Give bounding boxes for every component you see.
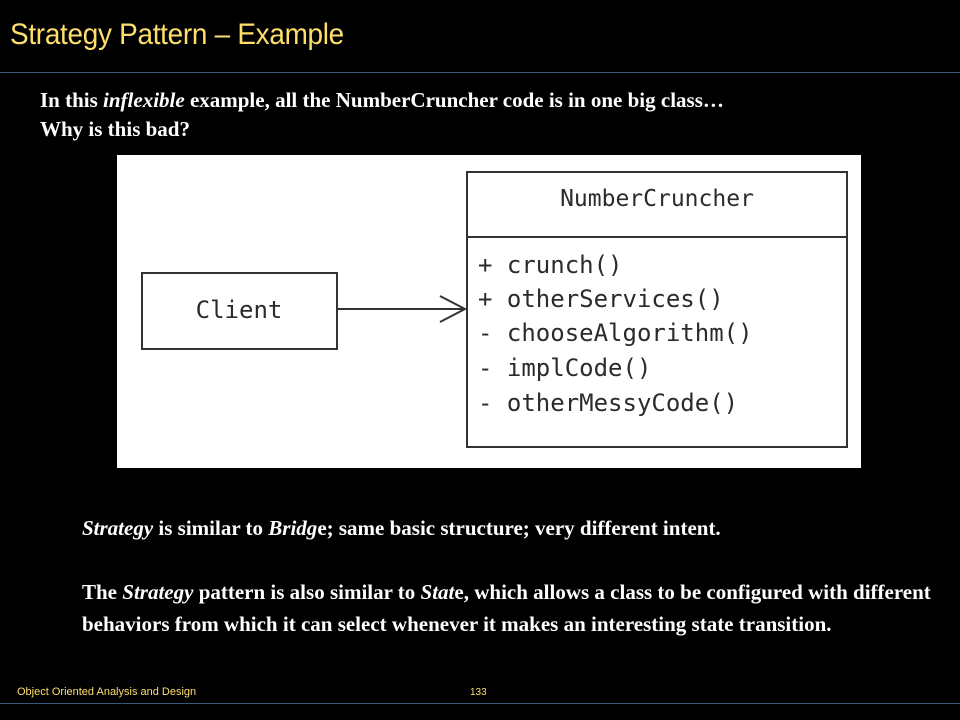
note-bridge: Strategy is similar to Bridge; same basi… [82, 512, 932, 544]
note-bridge-text-a: is similar to [153, 516, 269, 540]
intro-emphasis: inflexible [103, 88, 185, 112]
paragraph-gap [82, 544, 932, 576]
method-choose-algorithm: - chooseAlgorithm() [478, 319, 753, 347]
note-state-text-b: pattern is also similar to [193, 580, 421, 604]
intro-text-1a: In this [40, 88, 104, 112]
note-state-state: Stat [420, 580, 455, 604]
note-state-text-c: e, which allows a class to be configured… [82, 580, 931, 636]
intro-line-1: In this inflexible example, all the Numb… [40, 86, 940, 115]
title-divider [0, 72, 960, 73]
footer-course-title: Object Oriented Analysis and Design [17, 686, 197, 698]
client-box [141, 272, 338, 350]
client-label: Client [196, 296, 283, 324]
note-bridge-bridge: Bridg [268, 516, 318, 540]
association-arrowhead [439, 295, 468, 323]
intro-text-1b: example, all the NumberCruncher code is … [184, 88, 724, 112]
method-impl-code: - implCode() [478, 354, 651, 382]
slide-title: Strategy Pattern – Example [10, 18, 344, 51]
note-state-strategy: Strategy [122, 580, 194, 604]
intro-question: Why is this bad? [40, 117, 190, 141]
intro-text: In this inflexible example, all the Numb… [40, 86, 940, 144]
note-bridge-text-b: e; same basic structure; very different … [317, 516, 721, 540]
method-other-services: + otherServices() [478, 285, 724, 313]
note-bridge-strategy: Strategy [82, 516, 154, 540]
note-state-text-a: The [82, 580, 123, 604]
uml-diagram: Client NumberCruncher + crunch() + other… [117, 155, 861, 468]
note-state: The Strategy pattern is also similar to … [82, 576, 932, 640]
uml-diagram-svg: Client NumberCruncher + crunch() + other… [141, 171, 848, 448]
method-other-messy-code: - otherMessyCode() [478, 389, 738, 417]
class-box [466, 171, 848, 448]
class-name: NumberCruncher [560, 186, 754, 212]
footer-divider [0, 703, 960, 704]
method-crunch: + crunch() [478, 251, 623, 279]
notes-text: Strategy is similar to Bridge; same basi… [82, 512, 932, 640]
footer-page-number: 133 [470, 687, 487, 698]
